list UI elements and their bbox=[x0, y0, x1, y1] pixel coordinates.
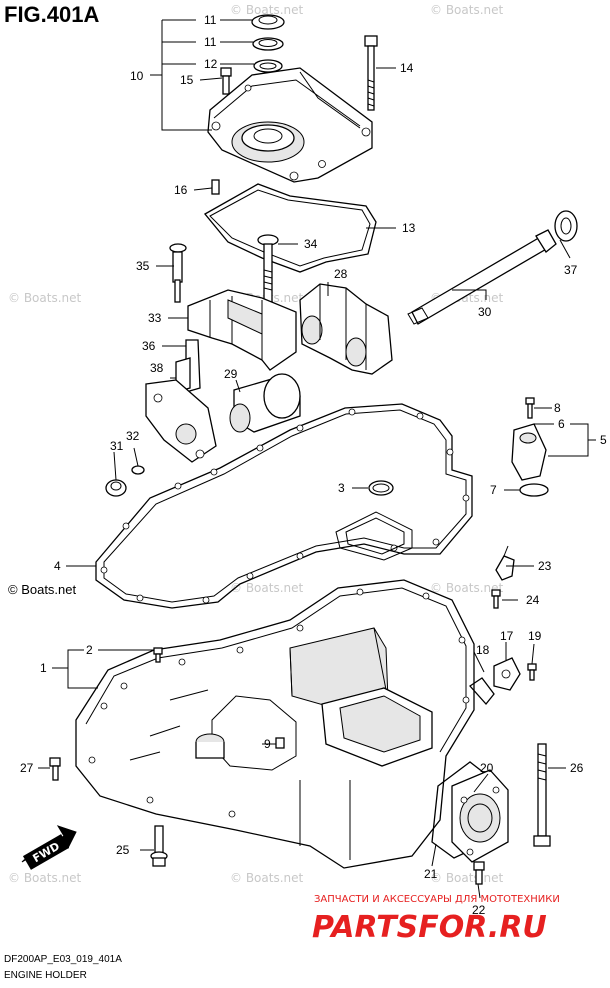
callout-7: 7 bbox=[490, 483, 497, 497]
callout-31: 31 bbox=[110, 439, 124, 453]
callout-18: 18 bbox=[476, 643, 490, 657]
mount-shaft-30 bbox=[407, 229, 557, 325]
callout-17: 17 bbox=[500, 629, 514, 643]
stud-bolt-14 bbox=[364, 35, 378, 111]
gasket-4-holes bbox=[100, 408, 470, 604]
callout-33: 33 bbox=[148, 311, 162, 325]
engine-holder-1-holes bbox=[88, 588, 470, 818]
callout-36: 36 bbox=[142, 339, 156, 353]
seal-cover-plate bbox=[207, 67, 373, 183]
watermark-boats-net: © Boats.net bbox=[8, 871, 82, 885]
callout-38: 38 bbox=[150, 361, 164, 375]
callout-12: 12 bbox=[204, 57, 218, 71]
gasket-4 bbox=[95, 403, 473, 609]
callout-6: 6 bbox=[558, 417, 565, 431]
callout-10: 10 bbox=[130, 69, 144, 83]
bolt-34 bbox=[257, 234, 279, 303]
callout-23: 23 bbox=[538, 559, 552, 573]
watermark-boats-net: © Boats.net bbox=[430, 3, 504, 17]
fitting-6 bbox=[511, 423, 547, 481]
shop-brand-logo: PARTSFOR.RU bbox=[312, 910, 547, 945]
callout-11: 11 bbox=[204, 13, 217, 27]
cover-20 bbox=[451, 769, 509, 863]
bolt-35 bbox=[169, 243, 187, 303]
callout-numbers: 11 11 12 10 15 14 16 13 34 35 28 37 30 3… bbox=[20, 13, 607, 917]
engine-holder-1 bbox=[75, 579, 475, 869]
mount-plate bbox=[145, 379, 217, 463]
bolt-27 bbox=[49, 757, 61, 781]
bolt-19 bbox=[527, 663, 537, 681]
callout-30: 30 bbox=[478, 305, 492, 319]
engine-mount-28 bbox=[299, 283, 393, 375]
callout-35: 35 bbox=[136, 259, 150, 273]
washer-32 bbox=[131, 465, 145, 475]
callout-21: 21 bbox=[424, 867, 438, 881]
oil-seal-11-upper bbox=[251, 14, 285, 30]
bolt-8 bbox=[525, 397, 535, 419]
gasket-13 bbox=[204, 183, 377, 273]
watermark-boats-net: © Boats.net bbox=[8, 291, 82, 305]
dowel-9 bbox=[275, 737, 285, 749]
seal-cover-assembly bbox=[207, 14, 373, 183]
bolt-25 bbox=[150, 825, 168, 867]
watermark-boats-net: © Boats.net bbox=[230, 3, 304, 17]
callout-27: 27 bbox=[20, 761, 34, 775]
watermark-boats-net: © Boats.net bbox=[230, 871, 304, 885]
watermark-boats-net: © Boats.net bbox=[430, 871, 504, 885]
sensor-23 bbox=[495, 545, 515, 581]
o-ring-12 bbox=[253, 59, 283, 73]
callout-19: 19 bbox=[528, 629, 542, 643]
callout-13: 13 bbox=[402, 221, 416, 235]
callout-4: 4 bbox=[54, 559, 61, 573]
bolt-2 bbox=[153, 647, 163, 663]
callout-37: 37 bbox=[564, 263, 578, 277]
callout-24: 24 bbox=[526, 593, 540, 607]
watermark-boats-net: © Boats.net bbox=[230, 581, 304, 595]
callout-14: 14 bbox=[400, 61, 414, 75]
callout-11: 11 bbox=[204, 35, 217, 49]
callout-1: 1 bbox=[40, 661, 47, 675]
callout-20: 20 bbox=[480, 761, 494, 775]
dowel-pin-16 bbox=[211, 179, 220, 195]
figure-title: ENGINE HOLDER bbox=[4, 970, 87, 981]
callout-16: 16 bbox=[174, 183, 188, 197]
nut-31 bbox=[105, 479, 127, 497]
cover-17 bbox=[493, 657, 521, 691]
bolt-24 bbox=[491, 589, 501, 609]
watermark-boats-net-dark: © Boats.net bbox=[8, 582, 77, 597]
callout-26: 26 bbox=[570, 761, 584, 775]
callout-9: 9 bbox=[264, 737, 271, 751]
shop-tagline: ЗАПЧАСТИ И АКСЕССУАРЫ ДЛЯ МОТОТЕХНИКИ bbox=[314, 894, 560, 905]
figure-model-code: DF200AP_E03_019_401A bbox=[4, 954, 122, 965]
callout-25: 25 bbox=[116, 843, 130, 857]
o-ring-7 bbox=[519, 483, 549, 497]
bolt-22 bbox=[473, 861, 485, 885]
callout-8: 8 bbox=[554, 401, 561, 415]
callout-28: 28 bbox=[334, 267, 348, 281]
callout-2: 2 bbox=[86, 643, 93, 657]
callout-15: 15 bbox=[180, 73, 194, 87]
bolt-26 bbox=[533, 743, 551, 847]
callout-32: 32 bbox=[126, 429, 140, 443]
mount-bracket-33 bbox=[187, 289, 297, 371]
leader-lines bbox=[38, 19, 596, 899]
watermark-boats-net: © Boats.net bbox=[430, 581, 504, 595]
o-ring-3 bbox=[368, 480, 394, 496]
callout-5: 5 bbox=[600, 433, 607, 447]
forward-direction-arrow: FWD bbox=[21, 825, 77, 870]
washer-37 bbox=[554, 210, 578, 242]
callout-29: 29 bbox=[224, 367, 238, 381]
callout-34: 34 bbox=[304, 237, 318, 251]
bolt-15 bbox=[220, 67, 232, 95]
gasket-18 bbox=[469, 677, 495, 706]
figure-code: FIG.401A bbox=[4, 2, 99, 27]
callout-22: 22 bbox=[472, 903, 486, 917]
callout-3: 3 bbox=[338, 481, 345, 495]
mount-bushing-29 bbox=[229, 373, 301, 433]
